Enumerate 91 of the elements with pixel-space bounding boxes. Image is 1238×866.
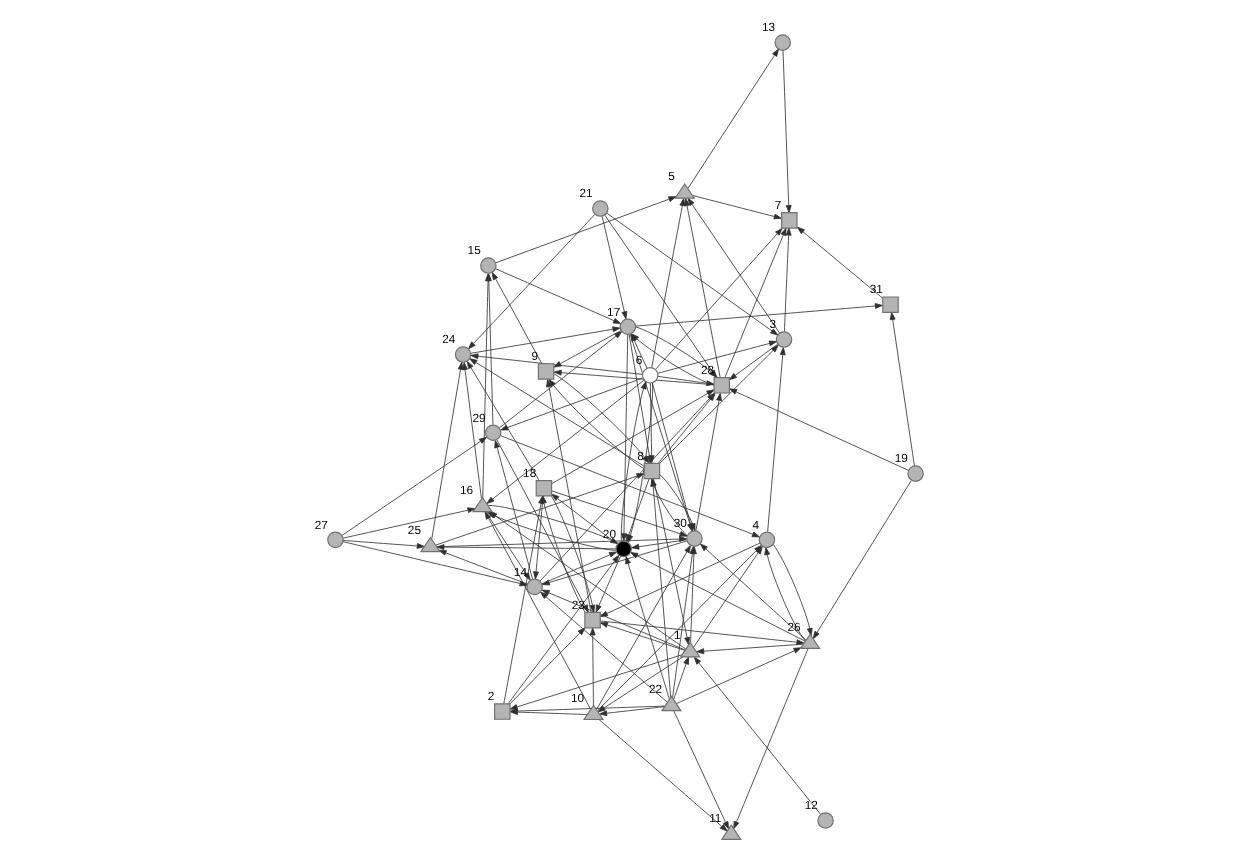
node-circle — [641, 367, 659, 384]
node-circle — [526, 578, 543, 596]
arrow — [342, 540, 425, 549]
arrow — [733, 648, 809, 830]
arrow — [601, 215, 628, 320]
arrow — [509, 654, 683, 710]
arrow — [509, 627, 586, 705]
node-box — [494, 703, 511, 720]
arrow — [635, 303, 883, 327]
arrow — [724, 227, 787, 378]
node-circle — [454, 346, 472, 363]
arrow — [597, 656, 684, 713]
arrow — [495, 268, 622, 324]
node-circle — [774, 34, 791, 51]
arrow — [546, 379, 592, 613]
node-circle — [907, 465, 924, 482]
arrow — [468, 214, 596, 350]
node-box — [643, 462, 661, 480]
arrow — [507, 554, 620, 705]
node-circle — [327, 531, 344, 549]
node-box — [882, 296, 899, 313]
arrow — [595, 555, 621, 613]
arrow — [436, 544, 617, 550]
arrow — [596, 545, 691, 710]
arrow — [466, 360, 540, 481]
arrow — [341, 436, 487, 536]
arrow — [631, 539, 687, 550]
arrow — [438, 549, 528, 585]
arrow — [655, 227, 783, 370]
arrow — [599, 620, 805, 646]
arrow — [491, 272, 543, 364]
arrow — [673, 710, 729, 830]
arrow — [462, 362, 482, 500]
node-circle — [686, 530, 703, 547]
node-circle — [775, 331, 793, 348]
arrow — [498, 331, 623, 429]
node-circle — [758, 531, 776, 549]
node-circle — [484, 424, 502, 442]
arrow — [630, 552, 806, 642]
arrow — [767, 347, 786, 533]
arrow — [812, 480, 912, 640]
node-box — [713, 377, 730, 394]
arrow — [729, 388, 909, 471]
arrow — [621, 334, 629, 542]
arrow — [606, 212, 779, 336]
arrow — [551, 490, 688, 537]
arrow — [675, 647, 802, 705]
arrow — [496, 439, 589, 613]
arrow — [782, 50, 792, 214]
arrow — [589, 627, 596, 706]
node-box — [535, 479, 553, 497]
arrow — [889, 312, 915, 467]
arrow — [599, 706, 665, 717]
arrow — [687, 48, 779, 189]
node-circle — [619, 318, 637, 336]
arrow — [657, 375, 715, 387]
arrow — [541, 589, 686, 651]
arrow — [764, 547, 806, 642]
arrow — [693, 656, 821, 815]
arrow — [342, 507, 476, 539]
node-circle — [592, 200, 609, 217]
node-box — [584, 611, 601, 629]
arrow — [772, 544, 813, 636]
arrow — [600, 622, 686, 651]
arrow — [598, 719, 728, 832]
arrow — [500, 377, 644, 431]
arrow — [540, 591, 668, 703]
node-box — [781, 212, 798, 229]
arrow — [696, 643, 804, 655]
arrow — [494, 440, 534, 580]
arrow — [729, 343, 779, 381]
arrow — [673, 656, 689, 700]
arrow — [625, 556, 670, 700]
arrow — [687, 197, 780, 334]
arrow — [495, 196, 677, 264]
arrow — [470, 353, 643, 375]
arrow — [500, 435, 760, 538]
arrow — [797, 226, 883, 299]
arrow — [431, 361, 464, 540]
node-circle — [817, 812, 834, 829]
arrow — [470, 326, 621, 354]
arrow — [551, 495, 596, 613]
node-circle — [615, 540, 632, 558]
arrow — [657, 340, 777, 374]
arrow — [783, 227, 792, 333]
node-circle — [480, 257, 497, 274]
arrow — [651, 198, 686, 368]
arrow — [342, 541, 528, 587]
node-box — [537, 363, 555, 380]
arrow — [659, 344, 779, 464]
arrow — [692, 195, 782, 220]
